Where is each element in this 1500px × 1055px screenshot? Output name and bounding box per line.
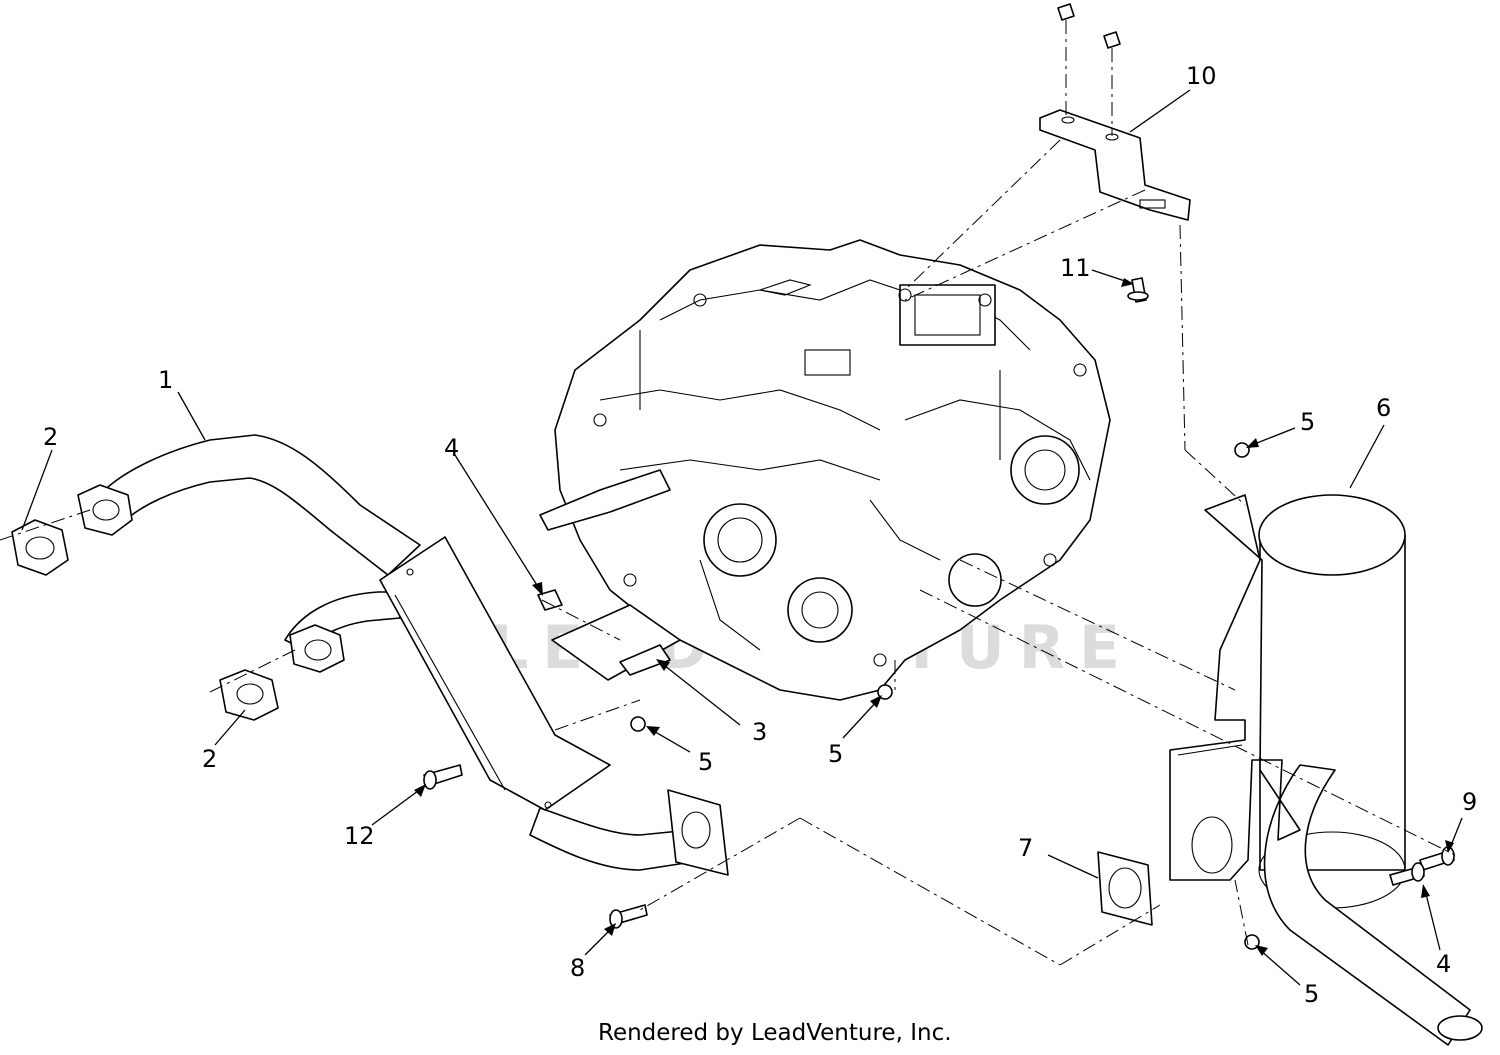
callout-4: 4	[1436, 950, 1451, 978]
callout-5: 5	[1304, 980, 1319, 1008]
callout-2: 2	[202, 745, 217, 773]
callout-7: 7	[1018, 834, 1033, 862]
heat-shield	[379, 536, 611, 811]
callout-10: 10	[1186, 62, 1217, 90]
callout-5: 5	[698, 748, 713, 776]
bolt-4-lower	[1389, 862, 1425, 886]
bolt-4-upper	[537, 589, 563, 611]
callout-5: 5	[828, 740, 843, 768]
bolt-8	[609, 904, 648, 929]
callout-11: 11	[1060, 254, 1091, 282]
bolt-top-right	[1103, 31, 1121, 136]
bracket	[551, 604, 681, 681]
gasket-lower	[219, 669, 279, 721]
bolt-11	[1127, 277, 1149, 303]
callout-1: 1	[158, 366, 173, 394]
engine-block	[539, 239, 1111, 701]
bolt-top-left	[1057, 3, 1075, 118]
bolt-12	[423, 764, 463, 790]
callout-4: 4	[444, 434, 459, 462]
nut-5a	[630, 716, 646, 732]
callout-6: 6	[1376, 394, 1391, 422]
exhaust-pipe	[77, 434, 729, 876]
gasket-upper	[11, 519, 69, 576]
callout-3: 3	[752, 718, 767, 746]
callout-12: 12	[344, 822, 375, 850]
assembly-lines	[0, 139, 1456, 966]
callout-2: 2	[43, 423, 58, 451]
callout-8: 8	[570, 954, 585, 982]
callouts: 1 2 2 3 4 4 5 5 5 5 6 7 8 9 10 11 12	[43, 62, 1477, 1008]
leader-lines	[21, 89, 1463, 986]
mounting-bracket-top	[1039, 109, 1191, 221]
footer-credit: Rendered by LeadVenture, Inc.	[598, 1020, 952, 1046]
gasket-square	[1097, 851, 1153, 926]
callout-5: 5	[1300, 408, 1315, 436]
nut-5c	[1234, 442, 1250, 458]
callout-9: 9	[1462, 788, 1477, 816]
